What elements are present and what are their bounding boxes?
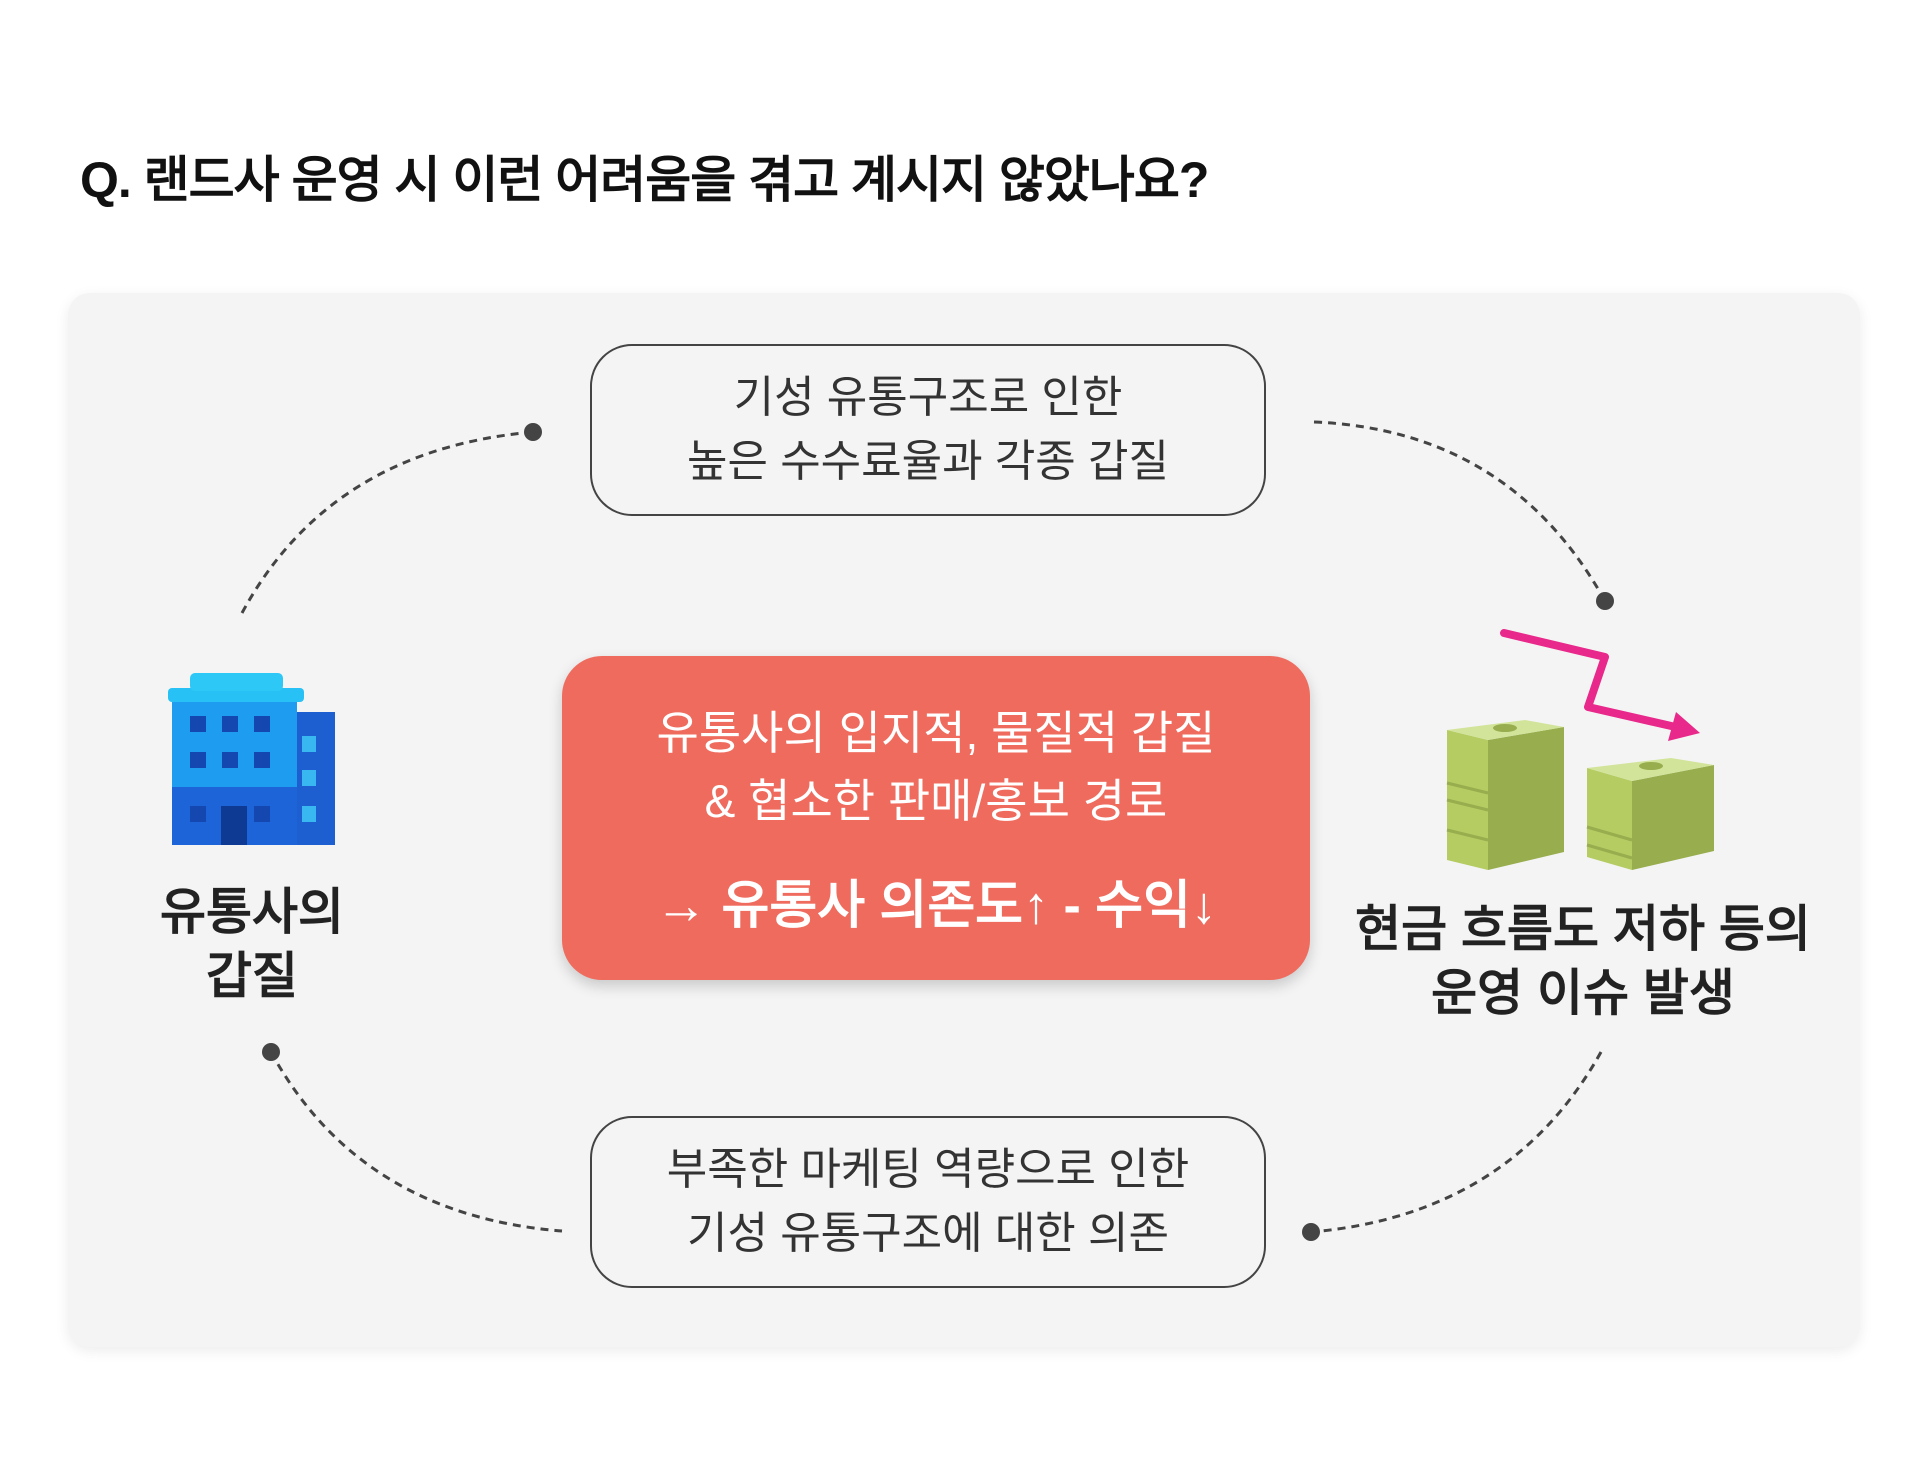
- page-title: Q. 랜드사 운영 시 이런 어려움을 겪고 계시지 않았나요?: [80, 152, 1209, 208]
- money-stacks-declining-icon: [1446, 629, 1714, 870]
- right-label-line-2: 운영 이슈 발생: [1431, 965, 1735, 1021]
- connector-bottom-right: [1310, 1051, 1603, 1234]
- decline-arrow: [1500, 629, 1684, 732]
- right-node-label: 현금 흐름도 저하 등의 운영 이슈 발생: [1343, 897, 1823, 1025]
- connector-bottom-left: [269, 1051, 563, 1233]
- top-box-line-1: 기성 유통구조로 인한: [733, 373, 1123, 422]
- left-label-line-1: 유통사의: [160, 884, 344, 940]
- office-building-icon: [168, 673, 335, 845]
- left-label-line-2: 갑질: [206, 948, 298, 1004]
- central-problem-box: 유통사의 입지적, 물질적 갑질 & 협소한 판매/홍보 경로 → 유통사 의존…: [562, 656, 1310, 980]
- connector-top-left: [240, 430, 534, 614]
- connector-dot: [524, 423, 542, 441]
- left-node-label: 유통사의 갑질: [152, 880, 352, 1008]
- right-label-line-1: 현금 흐름도 저하 등의: [1355, 901, 1811, 957]
- connector-top-right: [1313, 420, 1607, 602]
- bottom-box-line-1: 부족한 마케팅 역량으로 인한: [666, 1145, 1190, 1194]
- center-line-1: 유통사의 입지적, 물질적 갑질: [656, 706, 1216, 759]
- center-line-2: & 협소한 판매/홍보 경로: [704, 774, 1168, 827]
- bottom-box-line-2: 기성 유통구조에 대한 의존: [687, 1209, 1169, 1258]
- top-cause-box: 기성 유통구조로 인한 높은 수수료율과 각종 갑질: [590, 344, 1266, 516]
- connector-dot: [1302, 1223, 1320, 1241]
- connector-dot: [1596, 592, 1614, 610]
- bottom-cause-box: 부족한 마케팅 역량으로 인한 기성 유통구조에 대한 의존: [590, 1116, 1266, 1288]
- center-conclusion: → 유통사 의존도↑ - 수익↓: [655, 876, 1217, 935]
- top-box-line-2: 높은 수수료율과 각종 갑질: [687, 437, 1169, 486]
- connector-dot: [262, 1043, 280, 1061]
